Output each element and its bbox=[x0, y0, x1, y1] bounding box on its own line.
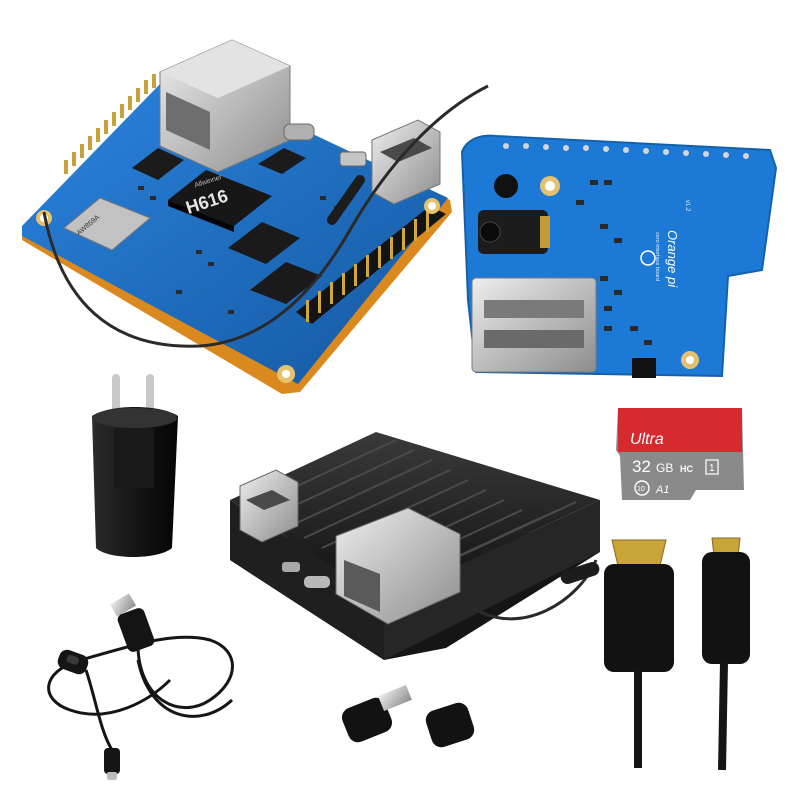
main-board-ram-chip-1 bbox=[228, 222, 300, 264]
usb-a-plug-body bbox=[117, 608, 155, 652]
usb-adapter-body bbox=[341, 697, 393, 743]
case-usb-port bbox=[239, 469, 299, 543]
ir-receiver bbox=[494, 174, 518, 198]
main-board-ram-chip-2 bbox=[250, 262, 322, 304]
usbc-plug-metal bbox=[107, 772, 117, 780]
power-adapter bbox=[92, 374, 178, 557]
case-antenna-stub bbox=[560, 561, 600, 585]
sd-brand-label: Ultra bbox=[630, 431, 664, 448]
interface-board-version: v1.2 bbox=[684, 200, 690, 212]
main-board-soc-chip: H616 Allwinner bbox=[168, 170, 272, 232]
usb-a-plug-metal bbox=[109, 593, 137, 617]
orange-pi-zero2-board: H616 Allwinner AW859A bbox=[22, 39, 489, 394]
charger-pin-left bbox=[112, 374, 120, 418]
usb-cable-to-usbc bbox=[84, 669, 114, 751]
interface-board-smd-parts bbox=[576, 180, 652, 345]
interface-board-ic bbox=[632, 358, 656, 378]
charger-label-area bbox=[114, 428, 154, 488]
sd-uhs-box bbox=[705, 459, 719, 475]
inline-switch-button bbox=[66, 654, 79, 665]
adapter-cap bbox=[425, 702, 475, 748]
usb-cable-wire-2 bbox=[136, 659, 234, 718]
micro-hdmi-cable-wire bbox=[718, 661, 728, 771]
interface-board-usb-port bbox=[471, 277, 597, 373]
micro-hdmi-cable bbox=[702, 537, 750, 771]
main-board-usbc-port bbox=[283, 123, 315, 141]
main-board-micro-hdmi bbox=[339, 151, 367, 167]
micro-hdmi-plug-body bbox=[702, 552, 750, 664]
case-ethernet-port bbox=[335, 507, 461, 625]
interface-board-header-pads bbox=[503, 143, 749, 159]
charger-face bbox=[93, 408, 177, 428]
main-board-gpio-header bbox=[296, 206, 446, 324]
usb-adapter-plug bbox=[378, 684, 412, 712]
interface-board-subtitle: zero interface board bbox=[654, 232, 660, 281]
usb-power-cable-with-switch bbox=[47, 593, 234, 780]
aluminum-case-with-board bbox=[230, 432, 600, 660]
main-board-mount-hole-2-center bbox=[282, 370, 290, 378]
antenna-cable-top bbox=[327, 175, 365, 225]
usb-cable-wire bbox=[47, 635, 234, 716]
audio-jack bbox=[478, 210, 550, 254]
case-right-side bbox=[384, 500, 600, 660]
antenna-cable bbox=[42, 84, 489, 348]
case-micro-hdmi-port bbox=[282, 562, 300, 572]
sd-class-mark: HC bbox=[680, 464, 693, 474]
interface-board-brand: Orange pi bbox=[665, 230, 680, 288]
usbc-plug-body bbox=[104, 748, 120, 774]
interface-board-hole-1-center bbox=[545, 181, 555, 191]
interface-board-logo bbox=[640, 250, 656, 266]
sd-card-red-band bbox=[618, 408, 742, 452]
case-usbc-port bbox=[304, 576, 330, 588]
usb-otg-adapter bbox=[341, 684, 412, 743]
charger-pin-right bbox=[146, 374, 154, 418]
sd-app-class: A1 bbox=[655, 484, 669, 496]
hdmi-plug-metal bbox=[611, 539, 667, 567]
sd-uhs-mark: 1 bbox=[709, 463, 715, 474]
main-board-pmic-chip bbox=[132, 148, 184, 180]
sd-capacity: 32 bbox=[632, 457, 651, 476]
sd-capacity-unit: GB bbox=[656, 461, 673, 475]
main-board-small-chip bbox=[258, 148, 306, 174]
sd-speed-ring bbox=[634, 480, 650, 496]
interface-board-hole-2-center bbox=[686, 356, 694, 364]
main-board-gpio-pins bbox=[306, 210, 429, 322]
sd-speed-class: 10 bbox=[637, 486, 645, 493]
expansion-interface-board: Orange pi v1.2 zero interface board bbox=[460, 134, 778, 378]
hdmi-plug-body bbox=[604, 564, 674, 672]
hdmi-cable bbox=[604, 539, 674, 768]
microsd-card: Ultra 32 GB HC 1 10 A1 bbox=[616, 408, 744, 500]
main-board-left-header-pins bbox=[64, 74, 156, 174]
main-board-wifi-module: AW859A bbox=[63, 197, 151, 251]
main-board-mount-hole-3-center bbox=[428, 202, 436, 210]
